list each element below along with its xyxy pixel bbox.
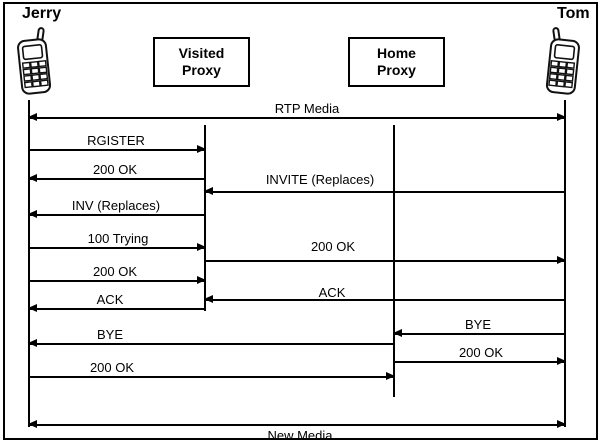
message-label: INVITE (Replaces) xyxy=(265,172,375,187)
arrowhead-right xyxy=(197,276,206,284)
message-label: ACK xyxy=(96,292,124,307)
arrowhead-left xyxy=(204,187,213,195)
message-line xyxy=(29,343,394,345)
message-label: 200 OK xyxy=(310,239,356,254)
actor-label-jerry: Jerry xyxy=(22,5,62,22)
message-label: 200 OK xyxy=(458,345,504,360)
arrowhead-left xyxy=(28,210,37,218)
lifeline-visited-proxy xyxy=(204,125,206,311)
message-label: INV (Replaces) xyxy=(71,198,161,213)
arrowhead-left xyxy=(393,329,402,337)
diagram-border xyxy=(3,2,598,440)
message-line xyxy=(394,361,565,363)
message-label: 200 OK xyxy=(89,360,135,375)
message-label: 200 OK xyxy=(92,264,138,279)
message-line xyxy=(29,149,205,151)
message-line xyxy=(394,333,565,335)
arrowhead-right xyxy=(557,357,566,365)
actor-label-tom: Tom xyxy=(557,5,590,22)
message-label: BYE xyxy=(96,327,124,342)
arrowhead-right xyxy=(197,243,206,251)
message-line xyxy=(29,214,205,216)
message-line xyxy=(205,191,565,193)
arrowhead-right xyxy=(557,256,566,264)
arrowhead-left xyxy=(28,174,37,182)
arrowhead-left xyxy=(28,304,37,312)
arrowhead-left xyxy=(28,420,37,428)
mobile-phone-icon xyxy=(541,26,585,105)
message-line xyxy=(29,308,205,310)
message-line xyxy=(205,260,565,262)
arrowhead-right xyxy=(557,113,566,121)
visited-proxy-box: Visited Proxy xyxy=(153,37,250,87)
message-line xyxy=(29,424,565,426)
arrowhead-left xyxy=(28,113,37,121)
arrowhead-left xyxy=(204,295,213,303)
message-line xyxy=(29,178,205,180)
message-label: RGISTER xyxy=(87,133,145,148)
message-line xyxy=(205,299,565,301)
message-label: ACK xyxy=(318,285,346,300)
mobile-phone-icon xyxy=(12,26,56,105)
message-label: New Media xyxy=(267,428,333,443)
message-label: 200 OK xyxy=(92,162,138,177)
message-label: BYE xyxy=(464,317,492,332)
message-line xyxy=(29,376,394,378)
message-line xyxy=(29,247,205,249)
arrowhead-right xyxy=(386,372,395,380)
arrowhead-right xyxy=(197,145,206,153)
message-label: 100 Trying xyxy=(87,231,149,246)
message-line xyxy=(29,280,205,282)
lifeline-jerry xyxy=(28,100,30,427)
home-proxy-box: Home Proxy xyxy=(348,37,445,87)
message-label: RTP Media xyxy=(274,101,340,116)
message-line xyxy=(29,117,565,119)
arrowhead-right xyxy=(557,420,566,428)
arrowhead-left xyxy=(28,339,37,347)
